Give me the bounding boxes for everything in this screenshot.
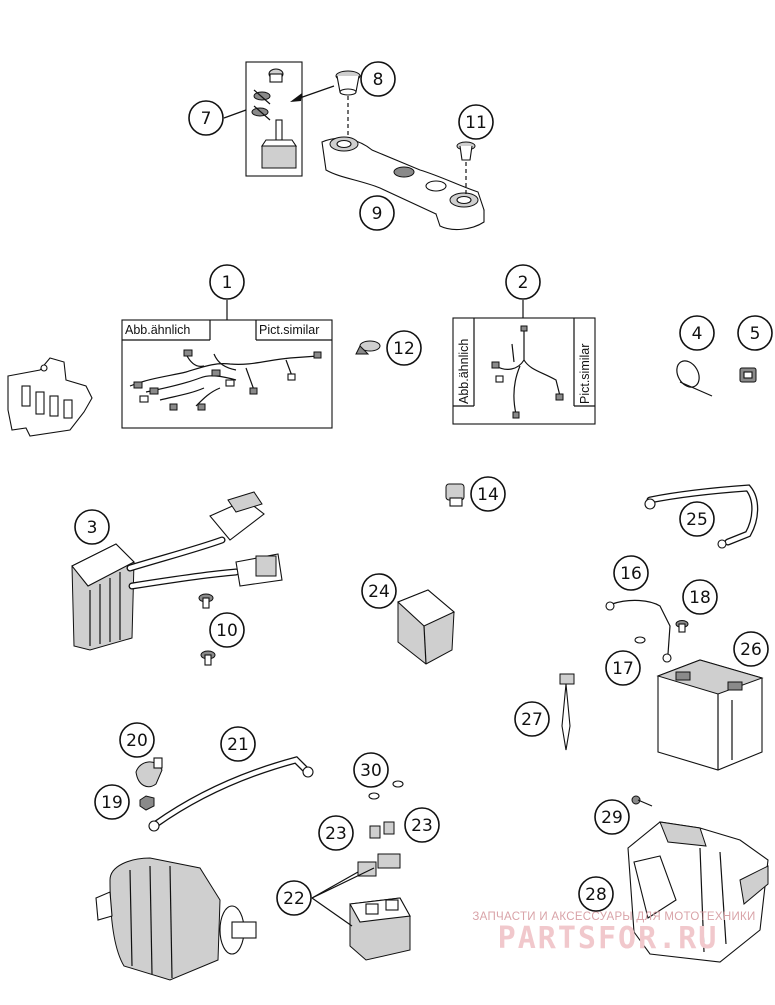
callout-17: 17 (605, 650, 641, 686)
part-14-connector (445, 483, 465, 507)
callout-11: 11 (458, 104, 494, 140)
part-18-bolt (675, 620, 689, 633)
callout-27: 27 (514, 701, 550, 737)
svg-text:23: 23 (325, 824, 347, 844)
svg-text:8: 8 (373, 70, 384, 90)
svg-text:28: 28 (585, 885, 607, 905)
harness-1-label-de: Abb.ähnlich (125, 323, 190, 337)
svg-text:1: 1 (222, 273, 233, 293)
harness-2-label-de: Abb.ähnlich (457, 339, 471, 404)
callout-1: 1 (209, 264, 245, 300)
svg-text:17: 17 (612, 659, 634, 679)
part-19-nut (139, 795, 155, 811)
harness-2-label-en: Pict.similar (578, 344, 592, 404)
part-28-battery-housing (627, 821, 769, 963)
callout-4: 4 (679, 315, 715, 351)
part-2-sub-harness-box: Abb.ähnlich Pict.similar (452, 300, 596, 425)
callout-16: 16 (613, 555, 649, 591)
callout-7: 7 (188, 100, 224, 136)
callout-10: 10 (209, 612, 245, 648)
callout-20: 20 (119, 722, 155, 758)
callout-22: 22 (276, 880, 312, 916)
part-23-fuses (369, 821, 395, 839)
callout-26: 26 (733, 631, 769, 667)
callout-2: 2 (505, 264, 541, 300)
svg-text:21: 21 (227, 735, 249, 755)
callout-28: 28 (578, 876, 614, 912)
callout-24: 24 (361, 573, 397, 609)
callout-5: 5 (737, 315, 773, 351)
svg-text:7: 7 (201, 109, 212, 129)
svg-text:11: 11 (465, 113, 487, 133)
watermark-brand: PARTSFOR.RU (498, 921, 719, 956)
callout-30: 30 (353, 752, 389, 788)
svg-text:5: 5 (750, 324, 761, 344)
callout-9: 9 (359, 195, 395, 231)
svg-text:9: 9 (372, 204, 383, 224)
callout-14: 14 (470, 476, 506, 512)
starter-motor (95, 857, 257, 981)
watermark-tagline: ЗАПЧАСТИ И АКСЕССУАРЫ ДЛЯ МОТОТЕХНИКИ (472, 911, 755, 923)
part-1-main-harness-box: Abb.ähnlich Pict.similar (121, 300, 333, 429)
part-24-relay-box (396, 589, 456, 665)
callout-25: 25 (679, 501, 715, 537)
part-21-starter-cable (148, 756, 314, 832)
part-10-screws (198, 593, 216, 666)
callout-18: 18 (682, 579, 718, 615)
part-16-cable (605, 599, 672, 663)
svg-text:29: 29 (601, 808, 623, 828)
part-25-ground-cable (644, 484, 759, 549)
part-26-battery (656, 659, 764, 771)
svg-text:2: 2 (518, 273, 529, 293)
part-12-bulb (355, 340, 381, 355)
svg-text:3: 3 (87, 518, 98, 538)
part-20-cap (135, 757, 163, 788)
svg-text:25: 25 (686, 510, 708, 530)
part-7-switch-kit (223, 61, 303, 177)
part-5-clip (739, 367, 757, 383)
callout-21: 21 (220, 726, 256, 762)
svg-text:10: 10 (216, 621, 238, 641)
svg-text:16: 16 (620, 564, 642, 584)
part-17-nut (634, 636, 646, 644)
part-11-plug (456, 141, 476, 161)
part-27-battery-strap (559, 673, 575, 751)
svg-text:20: 20 (126, 731, 148, 751)
callout-29: 29 (594, 799, 630, 835)
svg-text:26: 26 (740, 640, 762, 660)
part-29-screw (631, 795, 653, 807)
part-30-screws (368, 780, 404, 800)
svg-text:22: 22 (283, 889, 305, 909)
callout-12: 12 (386, 330, 422, 366)
part-8-grommet (290, 70, 361, 138)
svg-text:23: 23 (411, 816, 433, 836)
svg-text:4: 4 (692, 324, 703, 344)
svg-text:30: 30 (360, 761, 382, 781)
svg-text:27: 27 (521, 710, 543, 730)
part-22-starter-relay (311, 853, 411, 961)
callout-19: 19 (94, 784, 130, 820)
callout-23-right: 23 (404, 807, 440, 843)
callout-8: 8 (360, 61, 396, 97)
callout-3: 3 (74, 509, 110, 545)
part-3-voltage-regulator (71, 491, 283, 651)
svg-text:12: 12 (393, 339, 415, 359)
part-4-cable-tie (676, 360, 713, 397)
callout-23-left: 23 (318, 815, 354, 851)
svg-text:19: 19 (101, 793, 123, 813)
svg-text:18: 18 (689, 588, 711, 608)
svg-text:14: 14 (477, 485, 499, 505)
harness-1-label-en: Pict.similar (259, 323, 319, 337)
bracket-plate (7, 357, 93, 437)
part-9-triple-clamp (321, 136, 485, 231)
svg-text:24: 24 (368, 582, 390, 602)
